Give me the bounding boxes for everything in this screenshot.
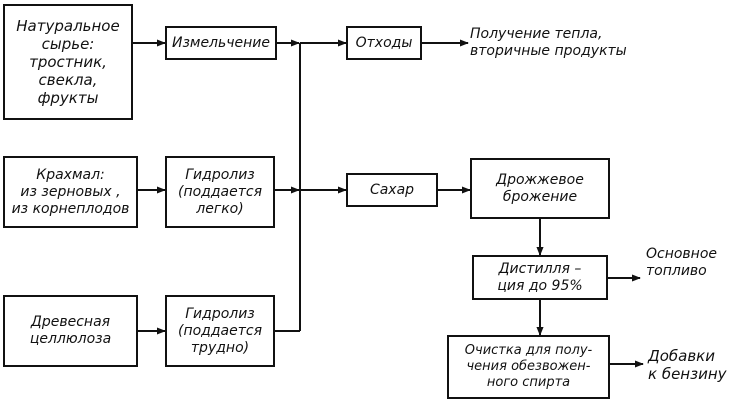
- starch-box: Крахмал: из зерновых , из корнеплодов: [3, 156, 138, 228]
- natural-raw-box: Натуральное сырье: тростник, свекла, фру…: [3, 4, 133, 120]
- natural-raw-line-1: Натуральное: [16, 17, 120, 35]
- natural-raw-line-4: свекла,: [38, 71, 98, 89]
- purification-line-3: ного спирта: [486, 375, 571, 390]
- yeast-fermentation-line-2: брожение: [502, 188, 578, 205]
- wood-cellulose-box: Древесная целлюлоза: [3, 295, 138, 367]
- waste-box: Отходы: [346, 26, 422, 60]
- natural-raw-line-5: фрукты: [37, 89, 99, 107]
- starch-line-1: Крахмал:: [36, 166, 105, 183]
- hydrolysis-easy-line-1: Гидролиз: [185, 166, 255, 183]
- wood-cellulose-line-1: Древесная: [30, 314, 111, 330]
- main-fuel-line-2: топливо: [646, 263, 707, 279]
- starch-line-3: из корнеплодов: [11, 200, 130, 217]
- waste-label: Отходы: [355, 34, 413, 51]
- purification-line-2: чения обезвожен-: [466, 359, 591, 374]
- hydrolysis-hard-line-2: (поддается: [177, 322, 262, 339]
- sugar-box: Сахар: [346, 173, 438, 207]
- hydrolysis-hard-line-3: трудно): [190, 339, 250, 356]
- hydrolysis-easy-box: Гидролиз (поддается легко): [165, 156, 275, 228]
- sugar-label: Сахар: [369, 181, 415, 198]
- wood-cellulose-line-2: целлюлоза: [29, 331, 112, 347]
- gasoline-additives-label: Добавки к бензину: [648, 347, 727, 383]
- main-fuel-line-1: Основное: [646, 246, 718, 262]
- hydrolysis-hard-line-1: Гидролиз: [185, 305, 255, 322]
- main-fuel-label: Основное топливо: [646, 246, 717, 280]
- purification-line-1: Очистка для полу-: [464, 343, 593, 358]
- natural-raw-line-3: тростник,: [29, 53, 107, 71]
- gasoline-additives-line-1: Добавки: [648, 347, 715, 365]
- heat-output-label: Получение тепла, вторичные продукты: [470, 26, 627, 60]
- grinding-label: Измельчение: [171, 34, 271, 51]
- yeast-fermentation-line-1: Дрожжевое: [496, 171, 584, 188]
- yeast-fermentation-box: Дрожжевое брожение: [470, 158, 610, 219]
- heat-output-line-2: вторичные продукты: [470, 43, 627, 59]
- heat-output-line-1: Получение тепла,: [470, 26, 603, 42]
- gasoline-additives-line-2: к бензину: [648, 365, 727, 383]
- hydrolysis-hard-box: Гидролиз (поддается трудно): [165, 295, 275, 367]
- hydrolysis-easy-line-2: (поддается: [177, 183, 262, 200]
- starch-line-2: из зерновых ,: [20, 183, 121, 200]
- grinding-box: Измельчение: [165, 26, 277, 60]
- distillation-line-2: ция до 95%: [497, 277, 583, 294]
- distillation-box: Дистилля – ция до 95%: [472, 255, 608, 300]
- natural-raw-line-2: сырье:: [41, 35, 95, 53]
- hydrolysis-easy-line-3: легко): [196, 200, 244, 217]
- distillation-line-1: Дистилля –: [498, 260, 582, 277]
- purification-box: Очистка для полу- чения обезвожен- ного …: [447, 335, 610, 399]
